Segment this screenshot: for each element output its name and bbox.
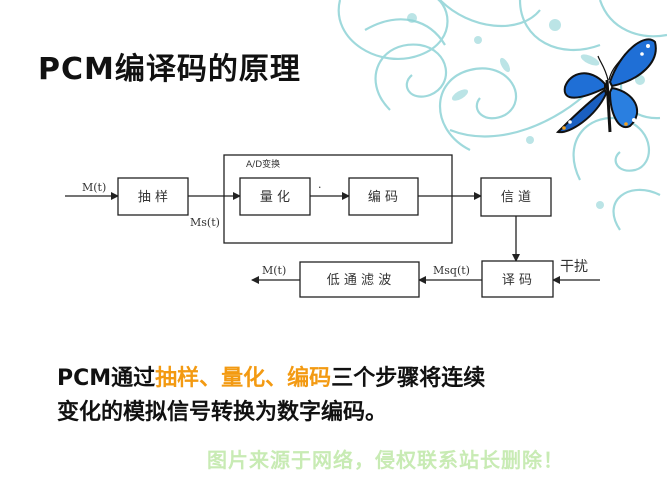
quantized-signal-label: · <box>318 181 322 194</box>
encode-block <box>348 177 419 216</box>
channel-label: 信 道 <box>501 190 531 205</box>
ad-group-box <box>223 154 453 244</box>
description-middle: 三个步骤将连续 <box>331 366 486 391</box>
quantize-block <box>239 177 311 216</box>
decode-block <box>481 260 554 298</box>
lowpass-label: 低 通 滤 波 <box>327 273 391 288</box>
lowpass-block <box>299 261 420 298</box>
description-line-1: PCM通过抽样、量化、编码三个步骤将连续 <box>57 362 637 396</box>
interference-label: 干扰 <box>560 259 588 275</box>
decode-label: 译 码 <box>502 273 532 288</box>
ad-group-label: A/D变换 <box>246 158 280 170</box>
sample-label: 抽 样 <box>138 190 168 205</box>
sampled-signal-label: Ms(t) <box>190 216 220 229</box>
description-prefix: PCM通过 <box>57 366 156 391</box>
output-signal-label: M(t) <box>262 264 286 277</box>
received-signal-label: Msq(t) <box>433 264 470 277</box>
watermark-text: 图片来源于网络，侵权联系站长删除！ <box>207 448 564 472</box>
description: PCM通过抽样、量化、编码三个步骤将连续 变化的模拟信号转换为数字编码。 <box>57 362 637 430</box>
input-signal-label: M(t) <box>82 181 106 194</box>
description-line-2: 变化的模拟信号转换为数字编码。 <box>57 400 388 425</box>
slide-title: PCM编译码的原理 <box>38 52 301 87</box>
quantize-label: 量 化 <box>260 190 290 205</box>
channel-block <box>480 177 552 217</box>
butterfly-icon <box>555 38 657 134</box>
description-highlight: 抽样、量化、编码 <box>155 366 332 391</box>
encode-label: 编 码 <box>368 190 398 205</box>
sample-block <box>117 177 189 216</box>
